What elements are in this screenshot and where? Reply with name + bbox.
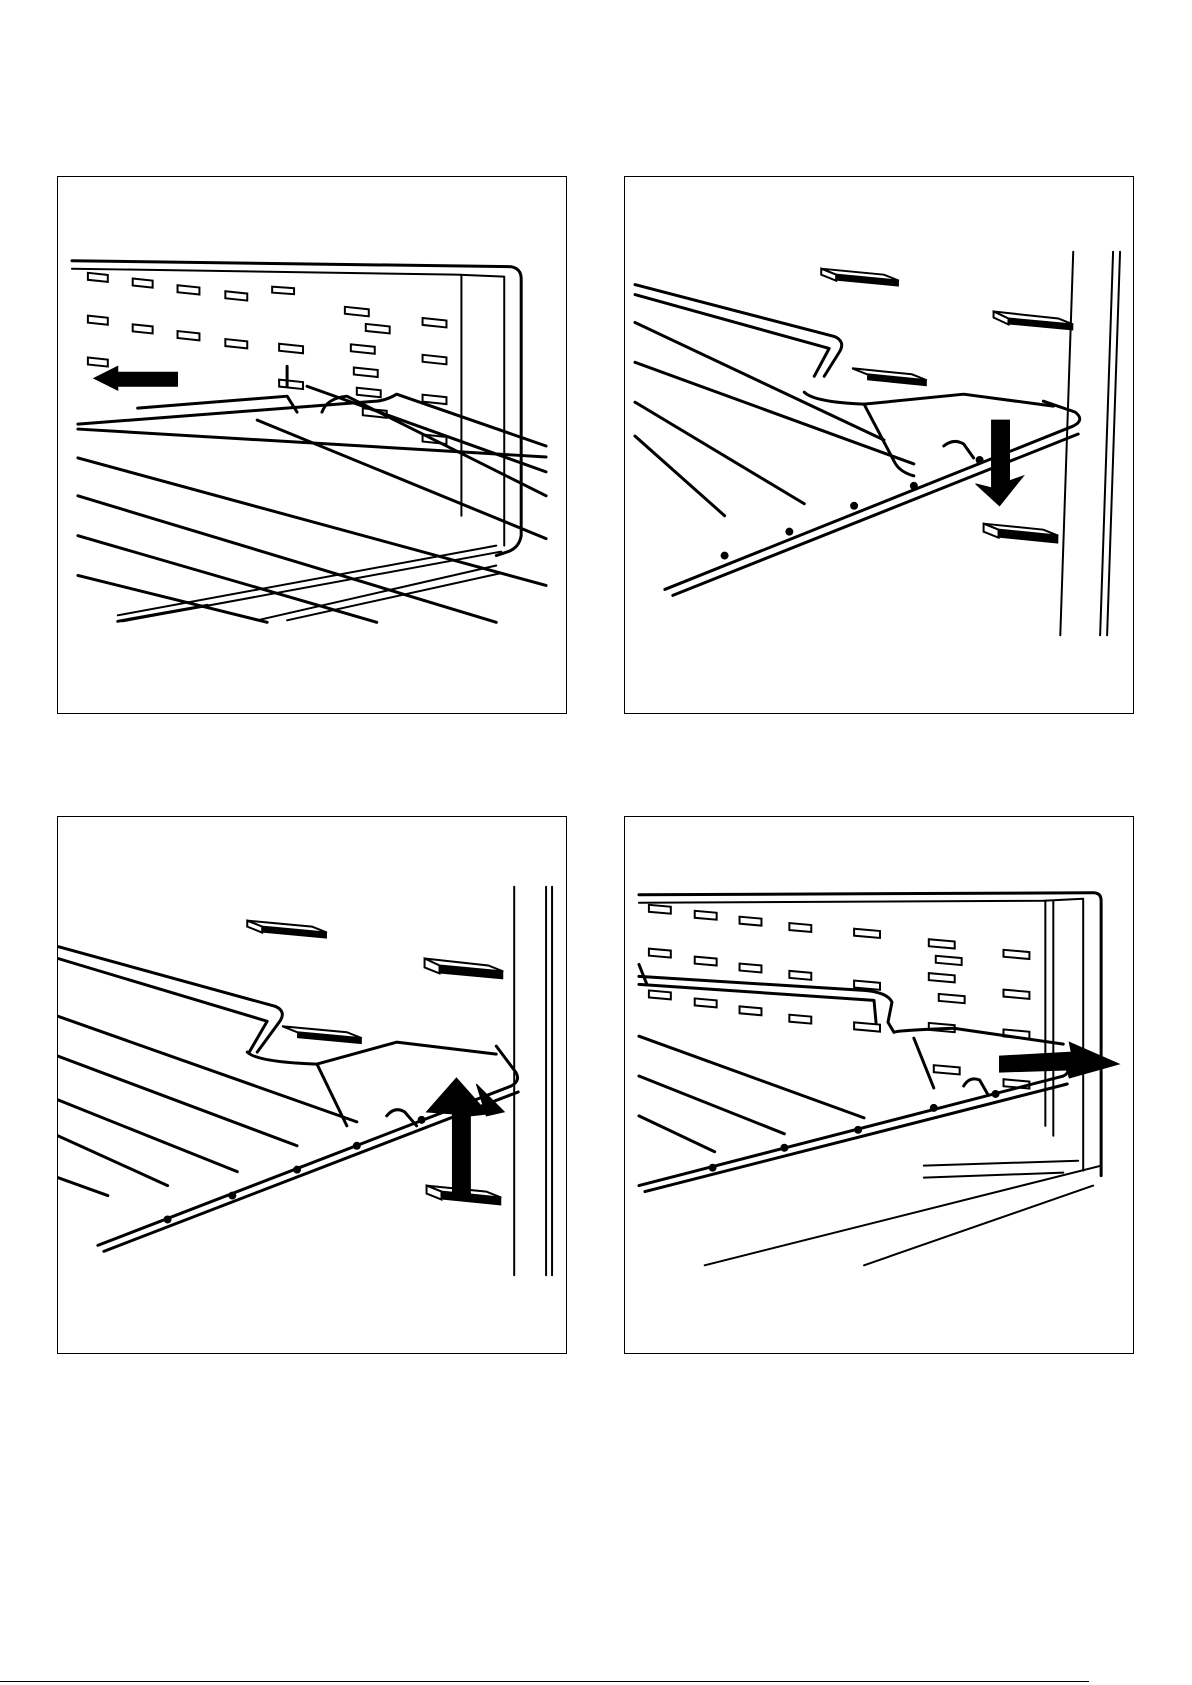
arrow-left-icon bbox=[94, 366, 178, 390]
arrow-up-icon bbox=[427, 1078, 505, 1194]
page-footer-tick bbox=[1085, 1681, 1089, 1682]
figure-1-illustration bbox=[58, 177, 566, 713]
oven-rack bbox=[78, 366, 546, 622]
figure-4-panel bbox=[624, 816, 1134, 1354]
wall-slots bbox=[821, 269, 1073, 544]
figure-4-illustration bbox=[625, 817, 1133, 1353]
figure-3-illustration bbox=[58, 817, 566, 1353]
figure-2-illustration bbox=[625, 177, 1133, 713]
page-footer-rule bbox=[0, 1681, 1085, 1682]
figure-2-panel bbox=[624, 176, 1134, 714]
oven-rack bbox=[635, 285, 1080, 596]
figure-1-panel bbox=[57, 176, 567, 714]
figure-3-panel bbox=[57, 816, 567, 1354]
